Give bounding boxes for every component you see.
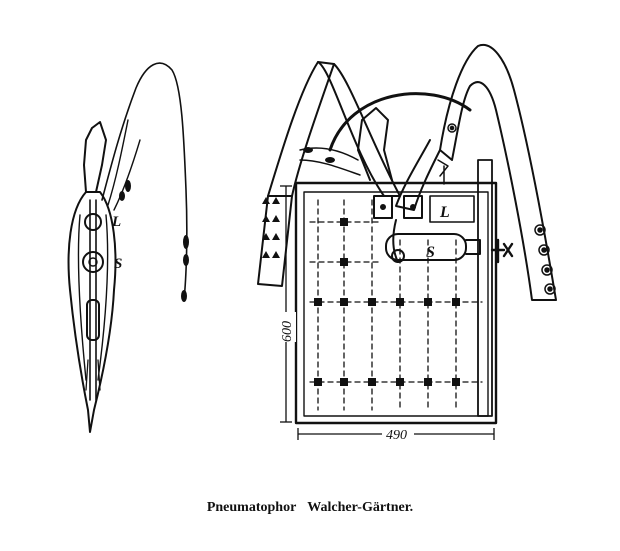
label-s-right: S (426, 244, 435, 261)
side-bag-inner (77, 214, 109, 381)
front-cable-plugs (303, 147, 335, 163)
side-cylinder (86, 299, 100, 341)
backplate-frame (294, 181, 498, 425)
front-mouthpiece (357, 107, 393, 181)
quilting-knots (314, 218, 460, 386)
side-bag-outline (67, 191, 117, 433)
right-shoulder-strap (439, 43, 557, 301)
pressure-gauge (437, 159, 449, 185)
side-cable-plugs (119, 180, 189, 302)
side-mouthpiece-tube (83, 121, 107, 193)
left-shoulder-strap (267, 61, 335, 197)
left-strap-hanging-band (257, 195, 293, 287)
left-strap-studs (262, 197, 280, 258)
cylinder-s (385, 233, 467, 261)
right-edge-rail (477, 159, 493, 417)
right-strap-cross (395, 139, 441, 211)
tube-down (392, 219, 399, 263)
left-strap-buckle (373, 195, 393, 219)
side-valve-handwheel (490, 238, 514, 264)
label-l-right: L (439, 204, 450, 221)
height-label: 600 (280, 321, 295, 342)
front-top-arc (328, 92, 472, 152)
side-view (67, 62, 189, 433)
label-s-left: S (114, 256, 122, 272)
cylinder-neck (465, 239, 481, 255)
side-cable-branch (107, 119, 141, 211)
height-dimension (280, 185, 292, 423)
backplate-inner (303, 191, 489, 417)
valve-l-box (429, 195, 475, 223)
front-view (257, 43, 557, 425)
side-valve-l (84, 213, 102, 231)
tube-ring (391, 249, 405, 263)
width-label: 490 (386, 428, 407, 443)
figure-caption: Pneumatophor Walcher-Gärtner. (206, 500, 414, 515)
right-strap-buckle-holes (447, 123, 556, 295)
label-l-left: L (111, 214, 121, 230)
side-valve-s (82, 251, 104, 273)
center-strap-buckle (403, 195, 423, 219)
